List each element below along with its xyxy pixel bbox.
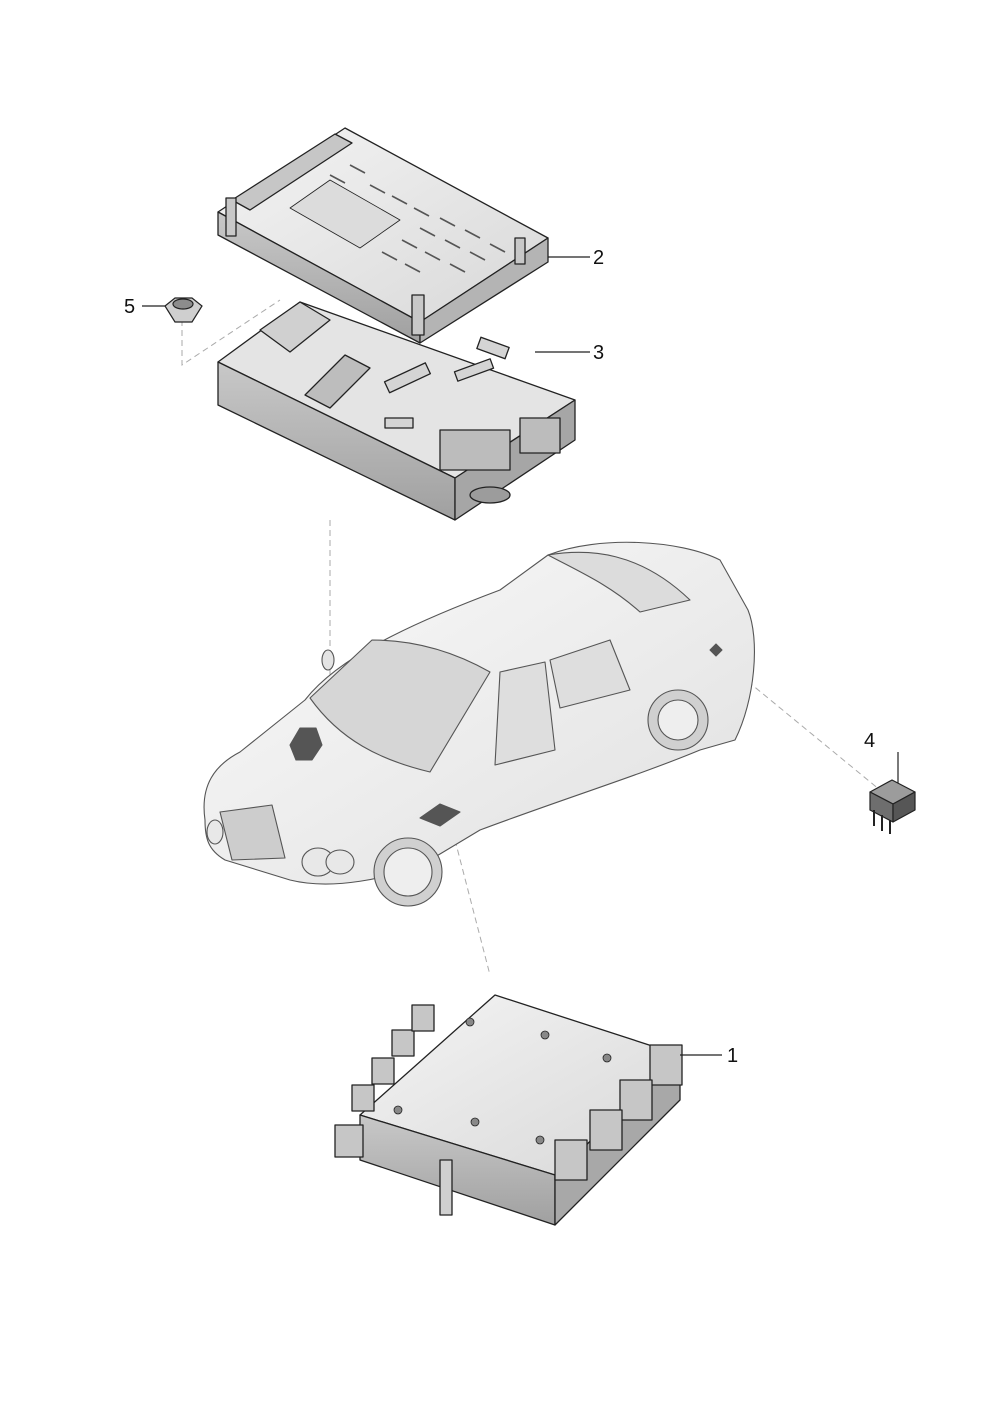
callout-label-5: 5 xyxy=(124,296,136,318)
control-unit xyxy=(334,994,683,1226)
callout-label-3: 3 xyxy=(593,342,605,364)
callout-label-1: 1 xyxy=(727,1045,739,1067)
vehicle-illustration xyxy=(203,541,755,907)
fuse-box-bracket xyxy=(217,301,576,521)
relay xyxy=(869,779,916,834)
callout-label-4: 4 xyxy=(864,730,876,752)
callout-label-2: 2 xyxy=(593,247,605,269)
fuse-box-cover xyxy=(217,127,549,344)
hex-nut xyxy=(164,297,203,323)
callout-leaders xyxy=(142,256,899,1056)
